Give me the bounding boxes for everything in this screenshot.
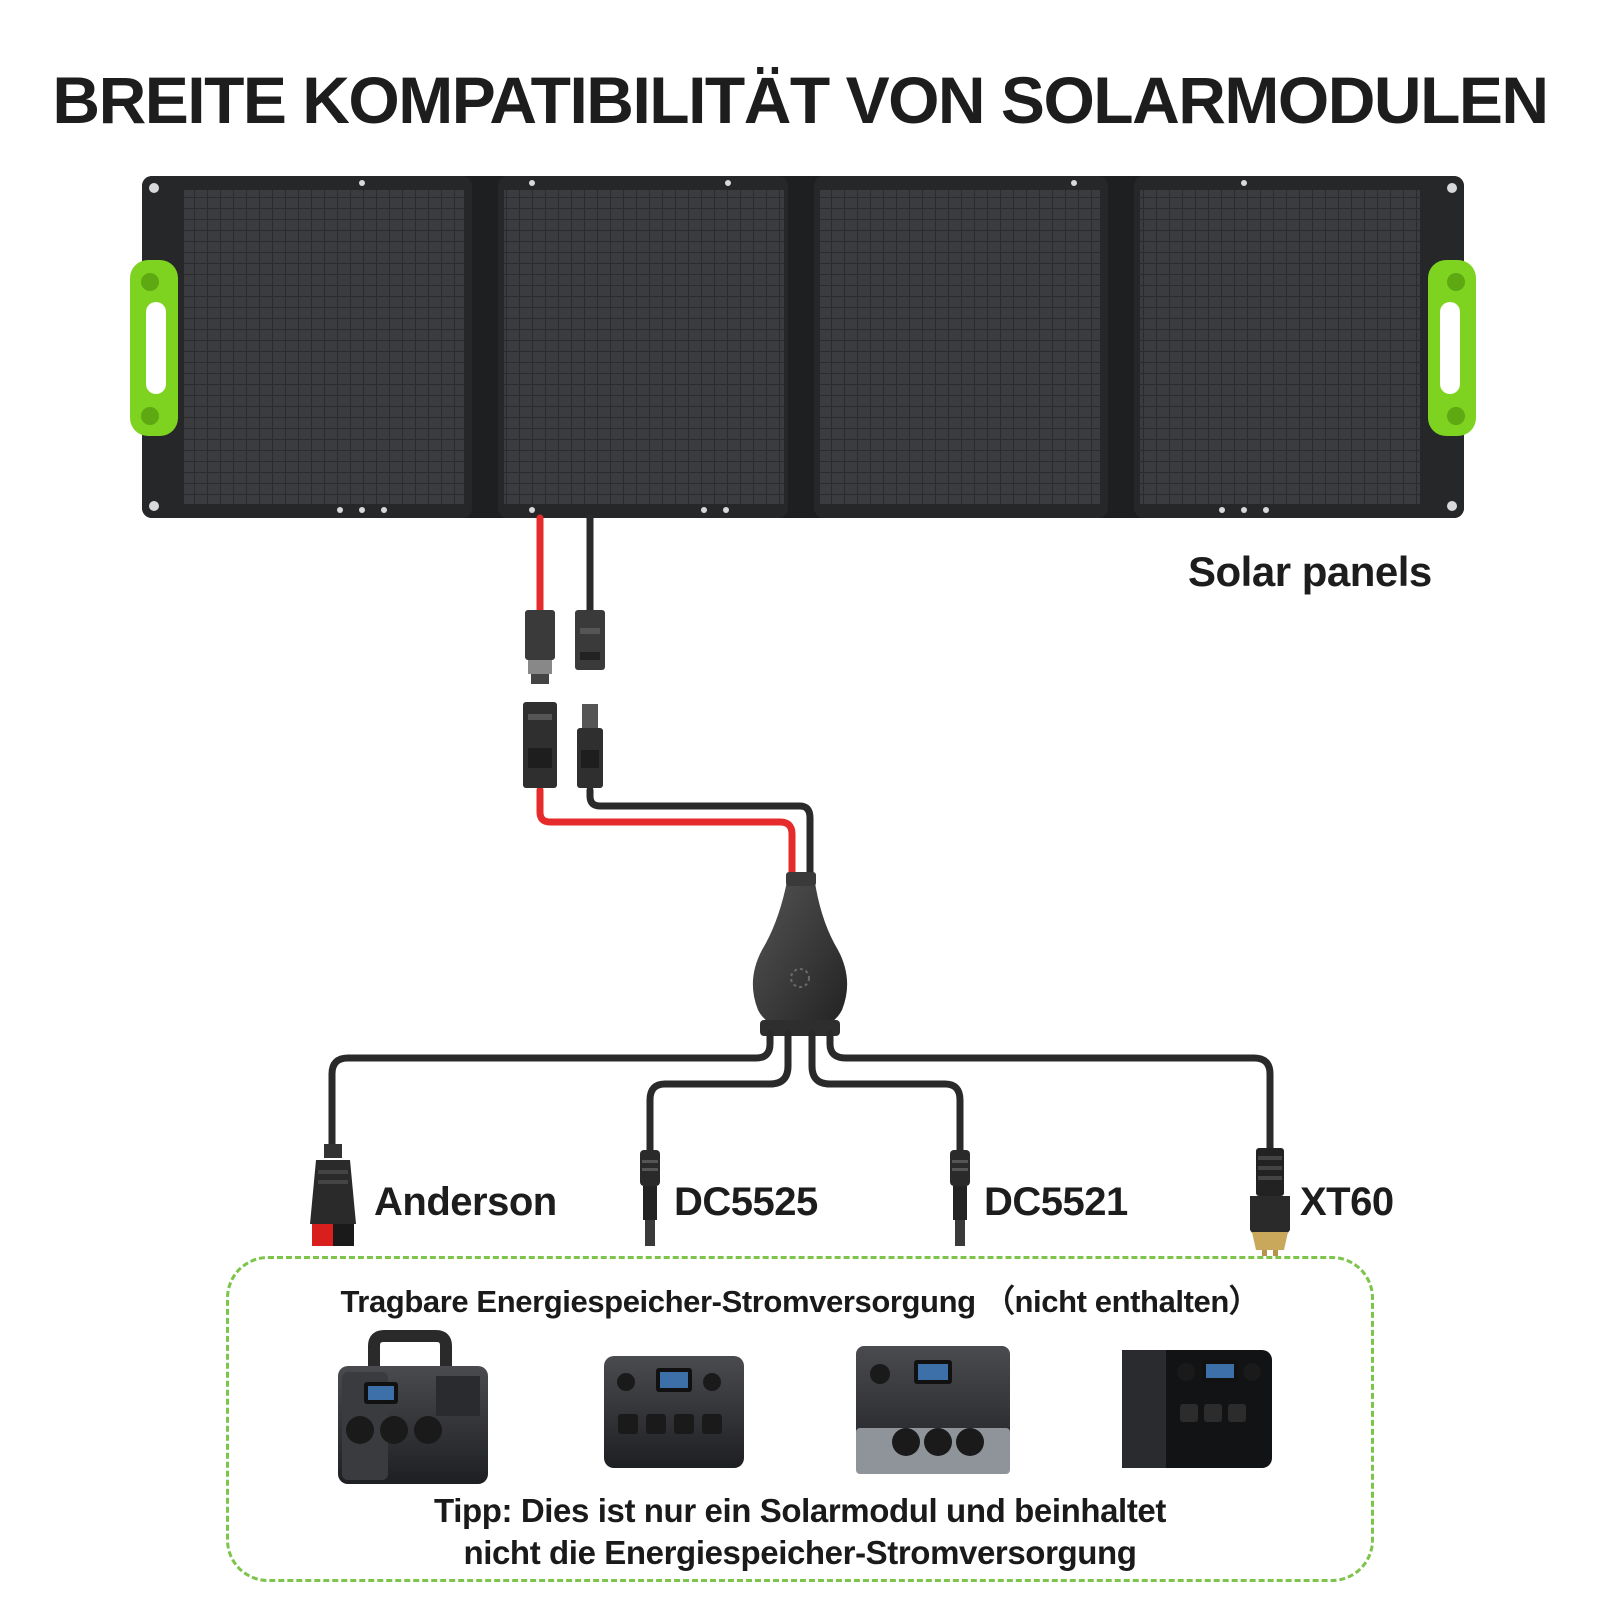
right-handle <box>1428 260 1476 436</box>
tip-line-2: nicht die Energiespeicher-Stromversorgun… <box>463 1534 1137 1571</box>
mc4-connector-pair <box>523 610 605 788</box>
mc4-connector-positive <box>523 610 557 788</box>
power-station-4 <box>1122 1350 1272 1468</box>
dc5521-connector-icon <box>950 1150 970 1246</box>
power-station-2 <box>604 1356 744 1468</box>
panel-section-4 <box>1134 176 1464 518</box>
tip-line-1: Tipp: Dies ist nur ein Solarmodul und be… <box>434 1492 1166 1529</box>
splitter-hub <box>752 872 848 1036</box>
solar-panels-label: Solar panels <box>1188 548 1432 595</box>
dc5525-connector-icon <box>640 1150 660 1246</box>
panel-screw-holes <box>149 180 1457 513</box>
connector-label-xt60: XT60 <box>1300 1180 1394 1224</box>
solar-panel <box>130 176 1476 518</box>
power-station-box-title: Tragbare Energiespeicher-Stromversorgung… <box>340 1284 1260 1319</box>
power-station-note-box <box>226 1256 1374 1582</box>
anderson-connector-icon <box>310 1144 356 1246</box>
output-cables <box>328 1030 1274 1158</box>
xt60-connector-icon <box>1250 1148 1290 1256</box>
connector-label-dc5525: DC5525 <box>674 1180 818 1224</box>
connector-label-anderson: Anderson <box>374 1180 557 1224</box>
power-station-3 <box>856 1346 1010 1474</box>
panel-section-1 <box>142 176 472 518</box>
connector-label-dc5521: DC5521 <box>984 1180 1128 1224</box>
power-station-1 <box>338 1330 488 1484</box>
panel-section-2 <box>498 176 788 518</box>
page-title: BREITE KOMPATIBILITÄT VON SOLARMODULEN <box>52 63 1549 137</box>
panel-output-cables <box>536 514 814 884</box>
panel-section-3 <box>814 176 1108 518</box>
left-handle <box>130 260 178 436</box>
mc4-connector-negative <box>575 610 605 788</box>
